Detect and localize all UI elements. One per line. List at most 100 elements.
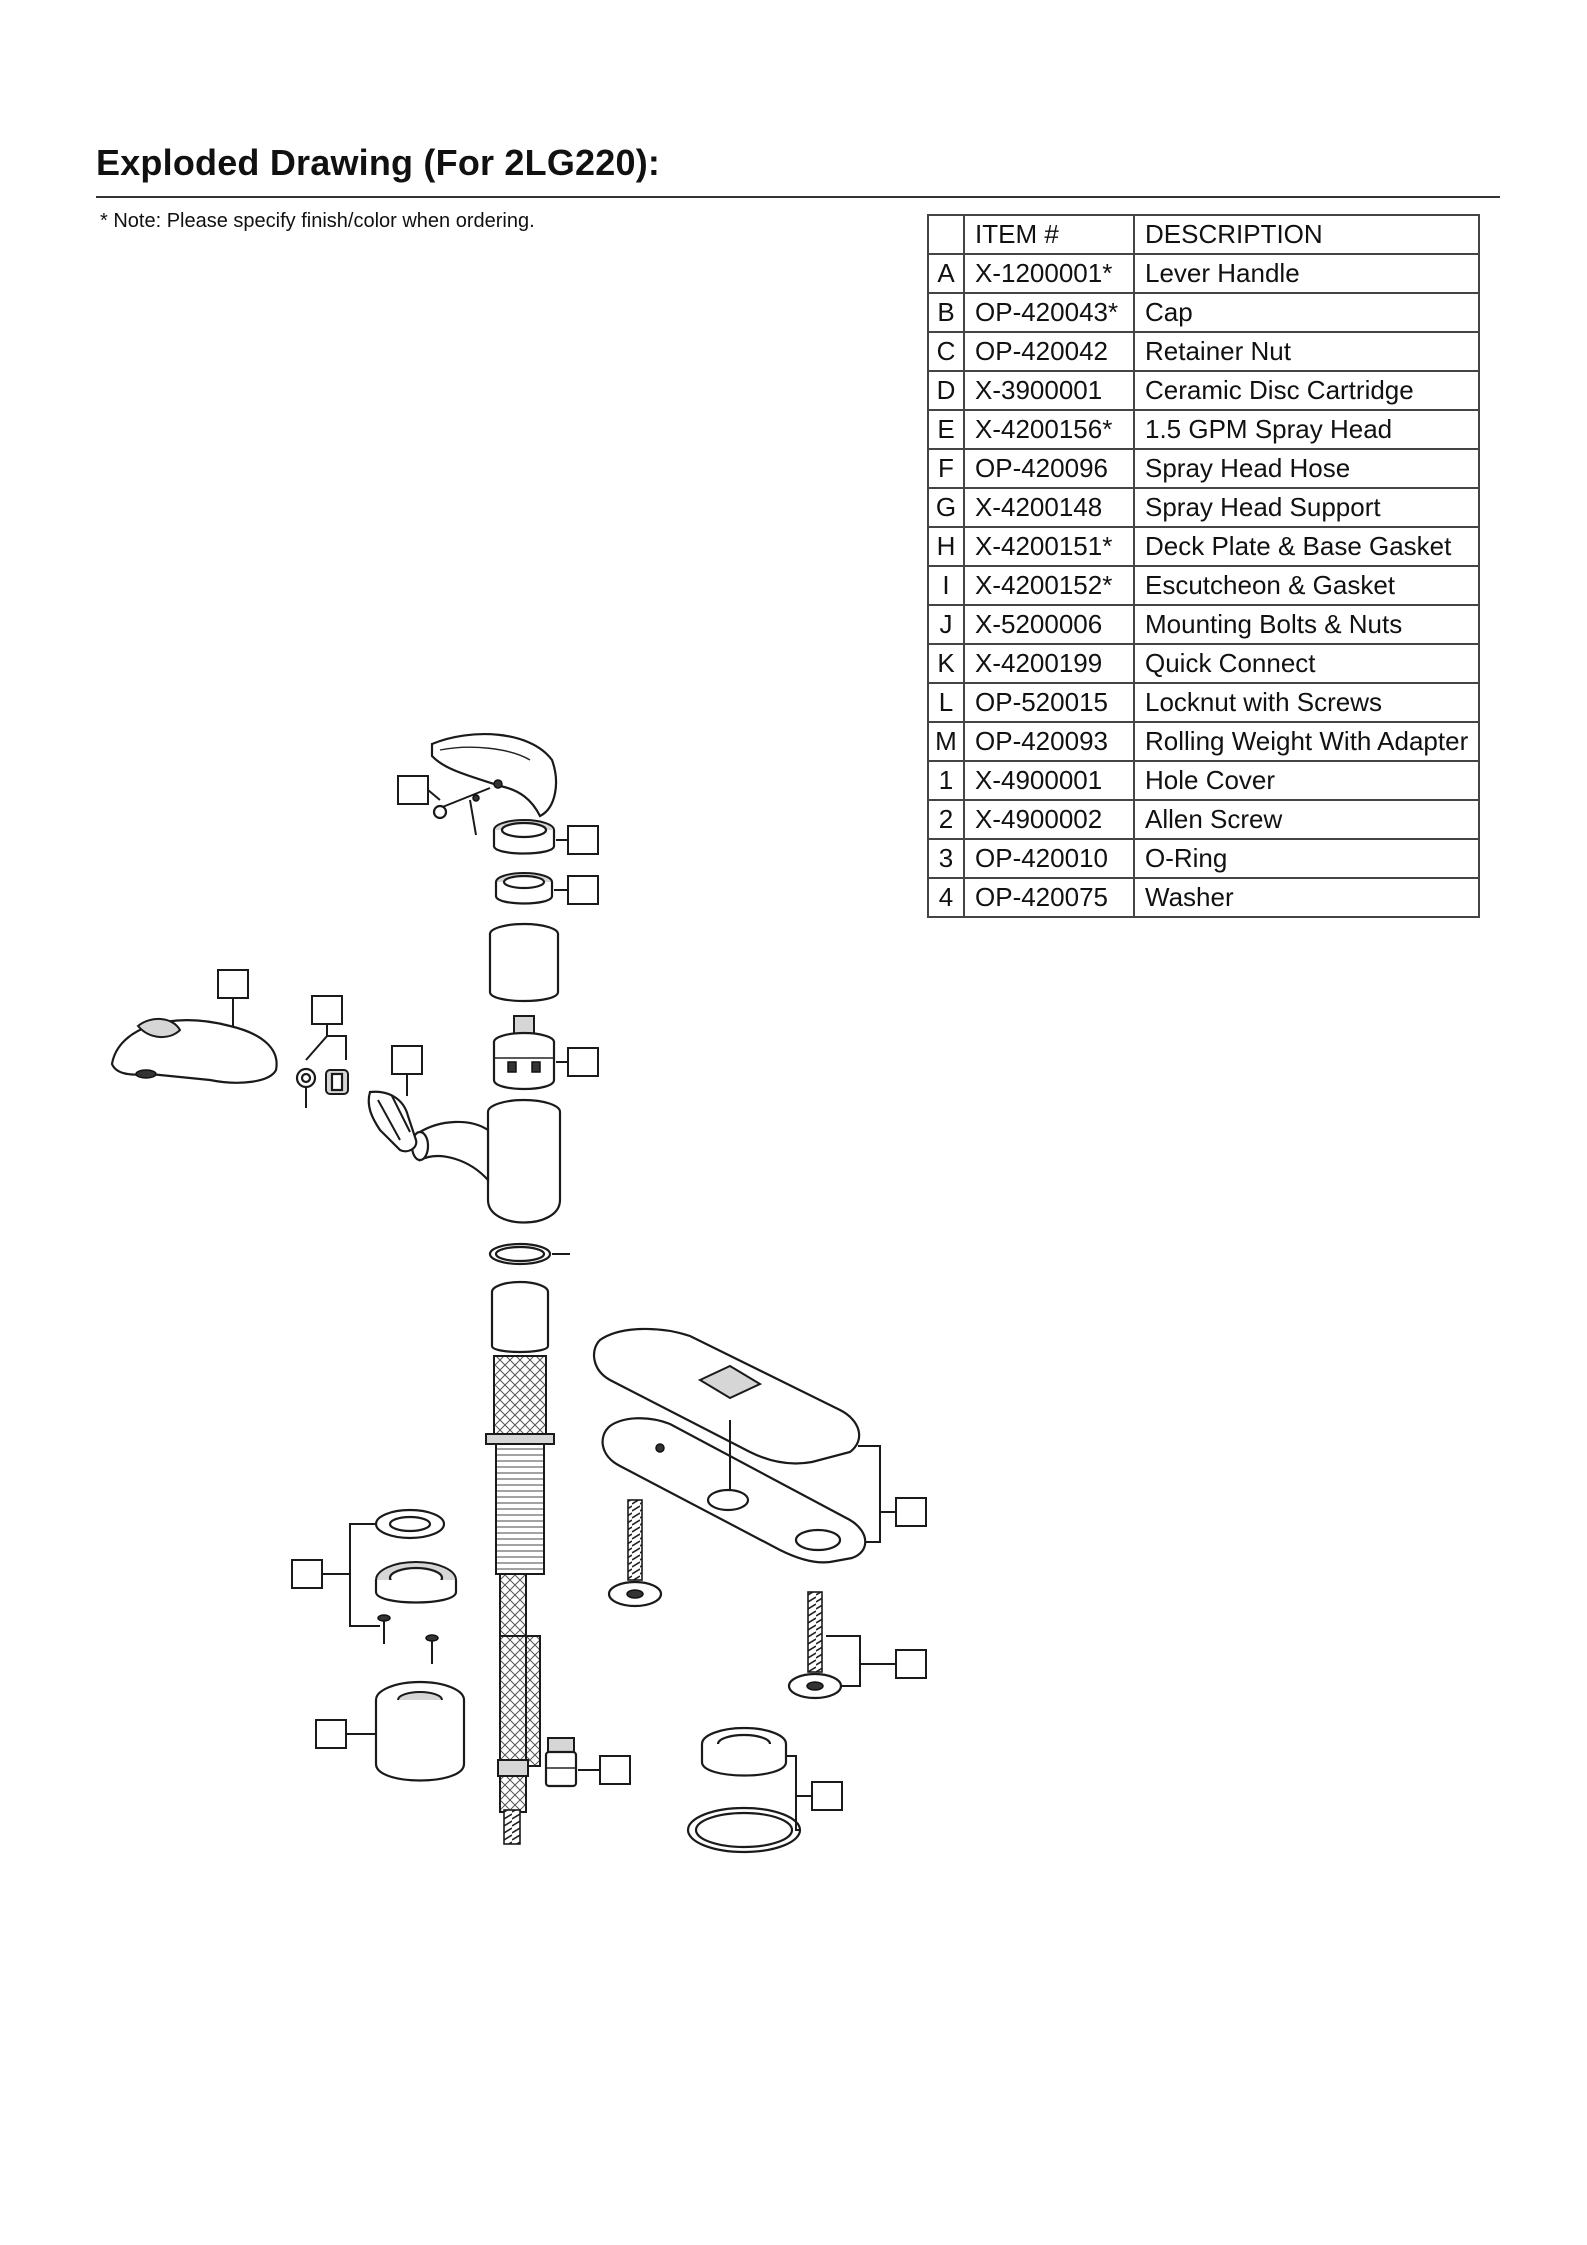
row-description: 1.5 GPM Spray Head (1132, 409, 1481, 450)
leader-line (858, 1445, 896, 1513)
header-description: DESCRIPTION (1132, 214, 1481, 255)
cap-part (492, 819, 556, 855)
row-key: D (927, 370, 965, 411)
leader-line (786, 1755, 812, 1797)
retainer-nut (494, 872, 554, 905)
row-key: E (927, 409, 965, 450)
row-key: 1 (927, 760, 965, 801)
row-key: A (927, 253, 965, 294)
callout-box (567, 875, 599, 905)
row-item: OP-420096 (963, 448, 1135, 489)
lever-handle (430, 732, 558, 836)
mounting-bolt-left (607, 1499, 663, 1608)
row-item: OP-420043* (963, 292, 1135, 333)
callout-box (895, 1649, 927, 1679)
row-description: Locknut with Screws (1132, 682, 1481, 723)
row-key: B (927, 292, 965, 333)
callout-box (599, 1755, 631, 1785)
leader-line (795, 1796, 800, 1831)
row-description: Escutcheon & Gasket (1132, 565, 1481, 606)
shank-tube (485, 1280, 555, 1655)
row-item: X-4900001 (963, 760, 1135, 801)
row-item: X-4200148 (963, 487, 1135, 528)
callout-box (311, 995, 343, 1025)
callout-box (397, 775, 429, 805)
header-item: ITEM # (963, 214, 1135, 255)
row-key: 2 (927, 799, 965, 840)
row-description: Rolling Weight With Adapter (1132, 721, 1481, 762)
page-title: Exploded Drawing (For 2LG220): (96, 142, 661, 183)
row-key: F (927, 448, 965, 489)
deck-plate (592, 1327, 867, 1564)
faucet-body (410, 1098, 562, 1224)
row-item: X-4200152* (963, 565, 1135, 606)
row-item: X-4900002 (963, 799, 1135, 840)
callout-box (291, 1559, 323, 1589)
cartridge-sleeve (488, 922, 560, 1003)
locknut (686, 1726, 802, 1854)
leader-line (327, 1035, 347, 1060)
row-key: L (927, 682, 965, 723)
row-key: H (927, 526, 965, 567)
leader-line (322, 1523, 376, 1575)
row-item: OP-420042 (963, 331, 1135, 372)
row-key: J (927, 604, 965, 645)
leader-line (427, 789, 441, 801)
row-item: X-1200001* (963, 253, 1135, 294)
row-key: 3 (927, 838, 965, 879)
row-description: Hole Cover (1132, 760, 1481, 801)
row-description: Spray Head Hose (1132, 448, 1481, 489)
row-item: X-4200156* (963, 409, 1135, 450)
row-key: I (927, 565, 965, 606)
row-description: Quick Connect (1132, 643, 1481, 684)
rolling-weight (374, 1680, 466, 1782)
leader-line (842, 1664, 861, 1687)
ordering-note: * Note: Please specify finish/color when… (100, 210, 535, 232)
quick-connect (544, 1737, 578, 1788)
row-key: M (927, 721, 965, 762)
callout-box (217, 969, 249, 999)
washer-connector (295, 1067, 349, 1108)
row-description: Spray Head Support (1132, 487, 1481, 528)
row-item: OP-420075 (963, 877, 1135, 918)
callout-box (391, 1045, 423, 1075)
row-key: G (927, 487, 965, 528)
row-description: Cap (1132, 292, 1481, 333)
header-letter (927, 214, 965, 255)
row-item: X-4200151* (963, 526, 1135, 567)
row-key: 4 (927, 877, 965, 918)
leader-line (349, 1574, 380, 1627)
mounting-bolt-right (787, 1591, 843, 1700)
row-description: Ceramic Disc Cartridge (1132, 370, 1481, 411)
row-item: OP-420093 (963, 721, 1135, 762)
callout-box (811, 1781, 843, 1811)
row-item: OP-420010 (963, 838, 1135, 879)
row-description: Allen Screw (1132, 799, 1481, 840)
row-description: Mounting Bolts & Nuts (1132, 604, 1481, 645)
callout-box (567, 1047, 599, 1077)
o-ring (488, 1242, 552, 1266)
leader-line (826, 1635, 896, 1665)
row-description: O-Ring (1132, 838, 1481, 879)
row-item: X-4200199 (963, 643, 1135, 684)
callout-box (567, 825, 599, 855)
row-item: X-5200006 (963, 604, 1135, 645)
spray-hose-segment (367, 1090, 418, 1153)
title-divider (96, 196, 1500, 198)
row-item: OP-520015 (963, 682, 1135, 723)
